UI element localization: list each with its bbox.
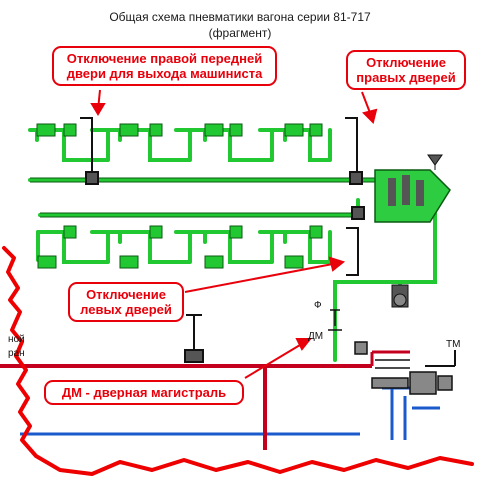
pipe-outlines <box>30 177 380 218</box>
pipe-network <box>28 128 437 362</box>
isolation-cocks <box>80 117 365 363</box>
label-phi: Ф <box>314 300 322 311</box>
callout-right-doors-line1: Отключение <box>366 55 446 70</box>
valve-block <box>374 154 451 223</box>
door-main-red-line <box>0 350 456 450</box>
filter-symbol <box>328 309 342 331</box>
annotation-arrows <box>90 89 378 379</box>
label-left-fragment-1: ной <box>8 334 25 345</box>
callout-left-doors: Отключение левых дверей <box>68 282 184 322</box>
callout-left-doors-line2: левых дверей <box>80 302 172 317</box>
callout-right-front-door: Отключение правой передней двери для вых… <box>52 46 277 86</box>
reducer-valve <box>391 284 409 308</box>
callout-door-main: ДМ - дверная магистраль <box>44 380 244 405</box>
callout-right-doors: Отключение правых дверей <box>346 50 466 90</box>
hand-drawn-boundary <box>2 246 474 476</box>
callout-right-front-door-line2: двери для выхода машиниста <box>66 66 263 81</box>
label-left-fragment-2: ран <box>8 348 25 359</box>
label-dm: ДМ <box>308 331 324 342</box>
brake-apparatus <box>354 341 453 395</box>
diagram-title: Общая схема пневматики вагона серии 81-7… <box>109 10 371 24</box>
callout-left-doors-line1: Отключение <box>86 287 166 302</box>
callout-right-doors-line2: правых дверей <box>356 70 456 85</box>
label-tm: ТМ <box>446 339 461 350</box>
callout-right-front-door-line1: Отключение правой передней <box>66 51 263 66</box>
door-valve-boxes <box>36 123 323 269</box>
callout-door-main-line1: ДМ - дверная магистраль <box>61 385 227 400</box>
diagram-subtitle: (фрагмент) <box>208 26 272 40</box>
